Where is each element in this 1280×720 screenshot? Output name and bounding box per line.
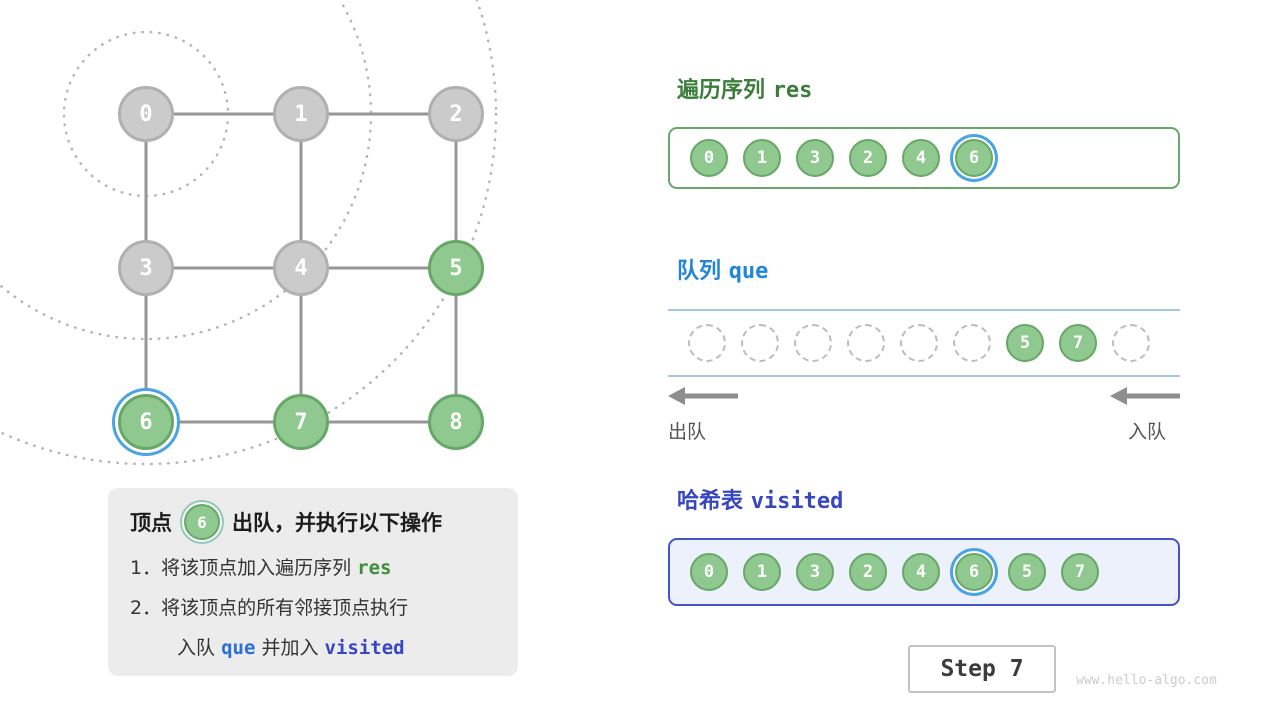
graph-node-0: 0 [118,86,174,142]
visited-item-5: 5 [1008,553,1046,591]
visited-item-7: 7 [1061,553,1099,591]
dequeue-label: 出队 [668,421,707,443]
info-title-suffix: 出队，并执行以下操作 [232,511,442,535]
res-title-code: res [772,78,813,103]
queue-slot-5: 5 [1006,324,1044,362]
info-step-2: 2．将该顶点的所有邻接顶点执行 [130,597,409,619]
res-item-2: 2 [849,139,887,177]
info-title-prefix: 顶点 [130,511,172,535]
graph-node-6: 6 [118,394,174,450]
queue-slot-empty [847,324,885,362]
queue-slot-7: 7 [1059,324,1097,362]
res-title-zh: 遍历序列 [677,78,766,103]
graph-node-5: 5 [428,240,484,296]
queue-slot-empty [688,324,726,362]
visited-item-1: 1 [743,553,781,591]
operation-info-box: 顶点 6 出队，并执行以下操作 1．将该顶点加入遍历序列 res 2．将该顶点的… [108,488,518,676]
res-panel-title: 遍历序列 res [677,72,812,104]
visited-item-4: 4 [902,553,940,591]
graph-node-4: 4 [273,240,329,296]
graph-node-8: 8 [428,394,484,450]
visited-item-2: 2 [849,553,887,591]
queue-title-code: que [728,259,769,284]
res-item-3: 3 [796,139,834,177]
step-counter: Step 7 [908,645,1056,693]
graph-node-2: 2 [428,86,484,142]
visited-item-0: 0 [690,553,728,591]
queue-slot-empty [1112,324,1150,362]
visited-panel-title: 哈希表 visited [677,483,843,515]
info-title: 顶点 6 出队，并执行以下操作 [130,504,518,540]
res-code-ref: res [357,557,392,579]
visited-title-code: visited [750,489,844,514]
bfs-layer-arc [0,0,498,466]
info-current-node: 6 [184,504,220,540]
res-item-6: 6 [955,139,993,177]
res-item-1: 1 [743,139,781,177]
visited-item-3: 3 [796,553,834,591]
info-step-1: 1．将该顶点加入遍历序列 res [130,557,392,579]
queue-title-zh: 队列 [677,259,722,284]
queue-panel-title: 队列 que [677,253,768,285]
queue-slot-empty [900,324,938,362]
queue-slot-empty [741,324,779,362]
enqueue-arrow-icon [1110,387,1180,405]
que-code-ref: que [221,637,256,659]
queue-slot-empty [953,324,991,362]
visited-code-ref: visited [324,637,405,659]
queue-slot-empty [794,324,832,362]
graph-node-1: 1 [273,86,329,142]
graph-node-7: 7 [273,394,329,450]
res-item-0: 0 [690,139,728,177]
res-item-4: 4 [902,139,940,177]
enqueue-label: 入队 [1128,421,1167,443]
info-step-2-cont: 入队 que 并加入 visited [177,637,405,659]
visited-item-6: 6 [955,553,993,591]
watermark: www.hello-algo.com [1076,673,1217,688]
visited-title-zh: 哈希表 [677,489,744,514]
graph-node-3: 3 [118,240,174,296]
dequeue-arrow-icon [668,387,738,405]
